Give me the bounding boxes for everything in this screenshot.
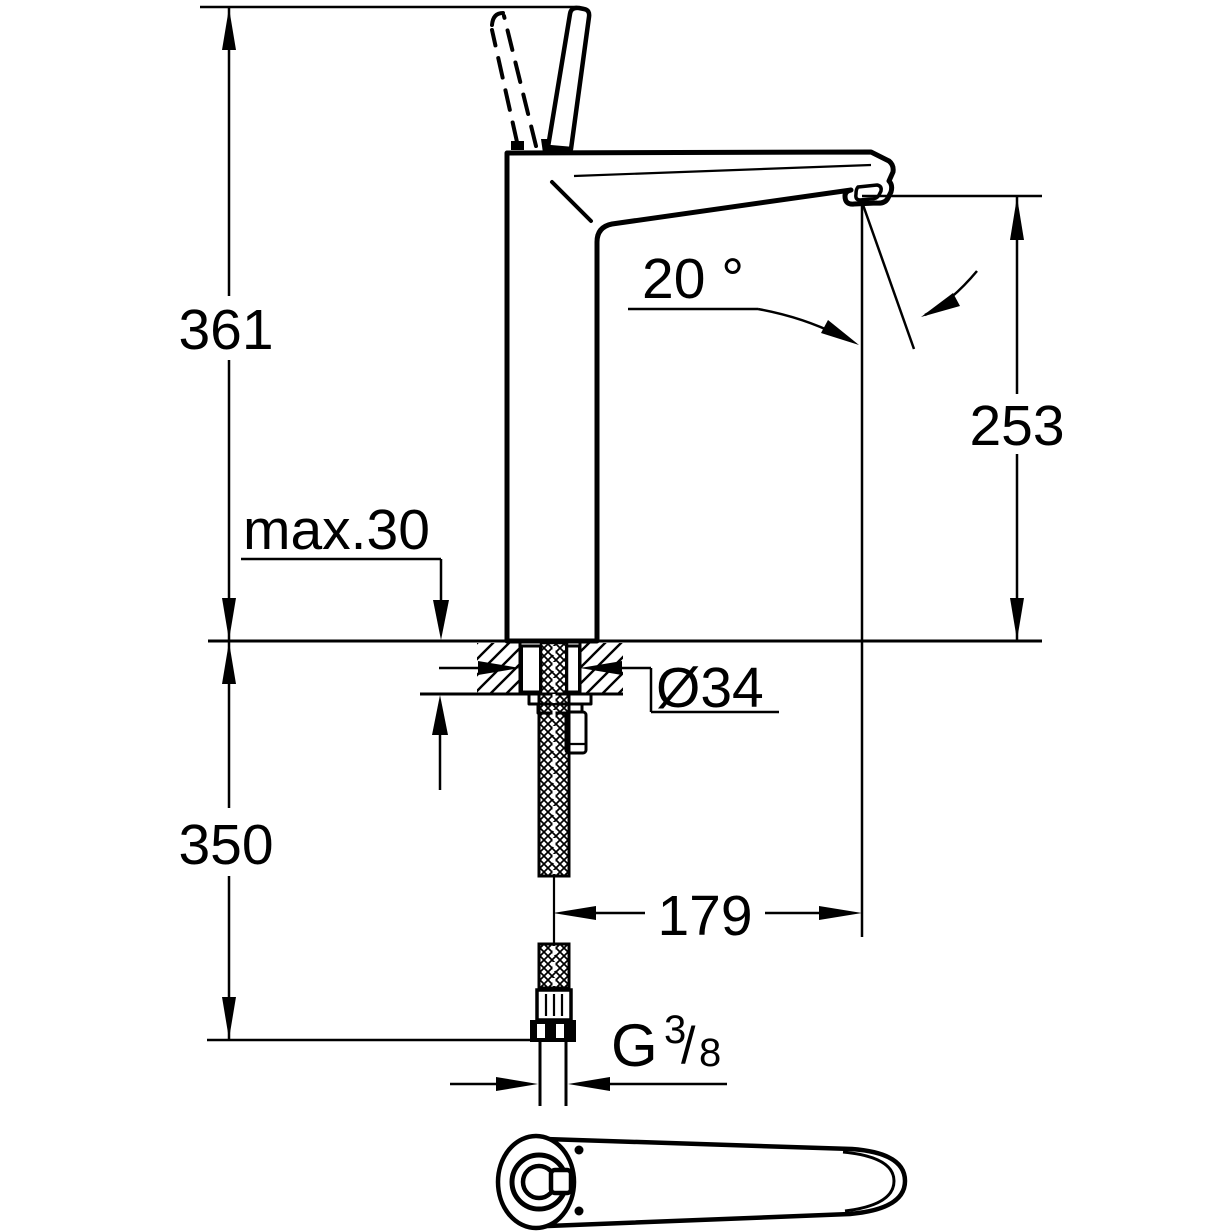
hose-union-nut <box>530 1020 576 1042</box>
lever-top-view <box>495 1133 908 1231</box>
mounting-sleeve-right <box>565 644 581 694</box>
arrow-right-icon <box>819 906 862 920</box>
angle-reference-line <box>860 201 916 350</box>
dim-179: 179 <box>553 884 862 948</box>
label-350: 350 <box>178 813 273 877</box>
dim-dia-34: Ø34 <box>439 656 779 720</box>
arrow-up-icon <box>432 695 448 735</box>
arrow-right-icon <box>496 1077 538 1091</box>
arrow-left-icon <box>580 661 622 675</box>
label-20deg: 20 ° <box>642 247 744 311</box>
mounting-sleeve-left <box>520 644 542 694</box>
arrow-left-icon <box>568 1077 610 1091</box>
lever-alternate-position-dashed <box>490 11 538 148</box>
dim-max30: max.30 <box>241 498 449 790</box>
arrow-up-icon <box>222 642 236 684</box>
body-bevel-line <box>550 180 593 223</box>
arrow-down-icon <box>1010 598 1024 640</box>
dim-350: 350 <box>176 642 532 1042</box>
label-mask <box>964 396 1070 454</box>
arrow-up-icon <box>222 8 236 50</box>
dim-angle-20: 20 ° <box>628 201 978 937</box>
lever-handle <box>545 5 592 152</box>
lever-detail-dot-bottom <box>574 1206 584 1216</box>
connection-pipe <box>538 1042 568 1106</box>
lever-detail-key-tab <box>548 1167 574 1196</box>
deck-cross-section <box>208 639 1042 755</box>
dim-thread-g38: G 3 / 8 <box>450 1008 727 1091</box>
ferrule-ribs <box>544 994 564 1016</box>
lever-dashed-base-mark <box>511 141 524 150</box>
leader-line <box>622 666 779 714</box>
label-179: 179 <box>657 884 752 948</box>
thread-denominator: 8 <box>699 1031 721 1075</box>
arrow-right-icon <box>478 661 520 675</box>
supply-hose <box>530 646 576 1106</box>
arrow-up-icon <box>1010 197 1024 240</box>
arrow-right-icon <box>821 320 859 345</box>
thread-numerator: 3 <box>664 1008 686 1052</box>
dim-253: 253 <box>862 194 1070 641</box>
label-mask <box>176 810 276 872</box>
label-max30: max.30 <box>243 498 430 562</box>
leader-curve <box>628 307 839 337</box>
lever-detail-inner-cap <box>842 1150 896 1213</box>
nut-facet-right <box>556 1024 564 1038</box>
faucet-body <box>504 149 896 644</box>
aerator-mousepiece <box>854 183 883 202</box>
arrow-down-icon <box>222 997 236 1039</box>
thread-g: G <box>611 1012 658 1079</box>
thread-slash: / <box>681 1017 696 1075</box>
label-dia34: Ø34 <box>656 656 764 720</box>
nut-facet-left <box>537 1024 545 1038</box>
label-g38: G 3 / 8 <box>611 1008 721 1079</box>
arrow-down-icon <box>433 600 449 640</box>
label-mask <box>176 298 276 358</box>
label-361: 361 <box>178 298 273 362</box>
arrow-arc-icon <box>921 293 960 317</box>
arrow-down-icon <box>222 598 236 640</box>
spout-crease-line <box>573 163 872 178</box>
label-253: 253 <box>969 394 1064 458</box>
dim-361: 361 <box>176 5 577 1040</box>
leader-line <box>241 557 443 602</box>
arrow-left-icon <box>553 906 596 920</box>
faucet-front-view <box>490 5 896 644</box>
lever-detail-dot-top <box>574 1145 584 1155</box>
hose-braided-upper <box>537 692 571 878</box>
